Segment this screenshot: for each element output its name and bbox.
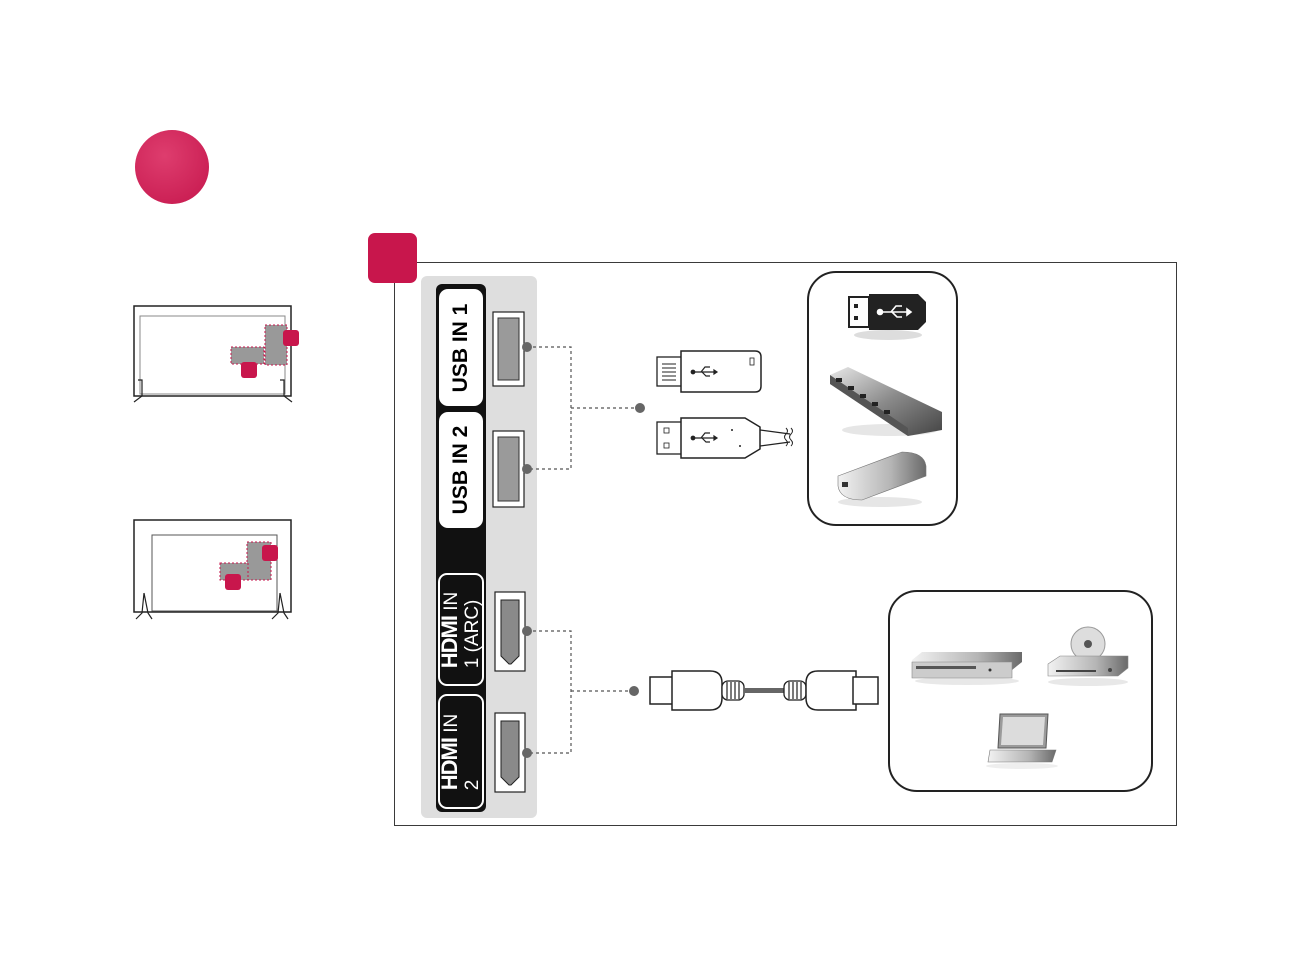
hdmi-cable-icon bbox=[650, 671, 878, 710]
hdmi-port-2 bbox=[495, 713, 525, 792]
hdmi-connector-lines bbox=[527, 631, 633, 753]
hdmi-junction-dot bbox=[629, 686, 639, 696]
usb-port-2-dot bbox=[522, 464, 532, 474]
hdmi-port-1 bbox=[495, 592, 525, 671]
usb-flash-drive-icon bbox=[657, 351, 761, 392]
usb-junction-dot bbox=[635, 403, 645, 413]
dvd-player-icon bbox=[912, 652, 1022, 685]
usb-port-1-dot bbox=[522, 342, 532, 352]
usb-trident-icon bbox=[849, 294, 926, 340]
hdmi-port-2-dot bbox=[522, 748, 532, 758]
usb-port-2 bbox=[493, 431, 524, 507]
usb-cable-icon bbox=[657, 418, 793, 458]
hdmi-port-1-dot bbox=[522, 626, 532, 636]
usb-connector-lines bbox=[527, 347, 639, 469]
usb-port-1 bbox=[493, 312, 524, 386]
